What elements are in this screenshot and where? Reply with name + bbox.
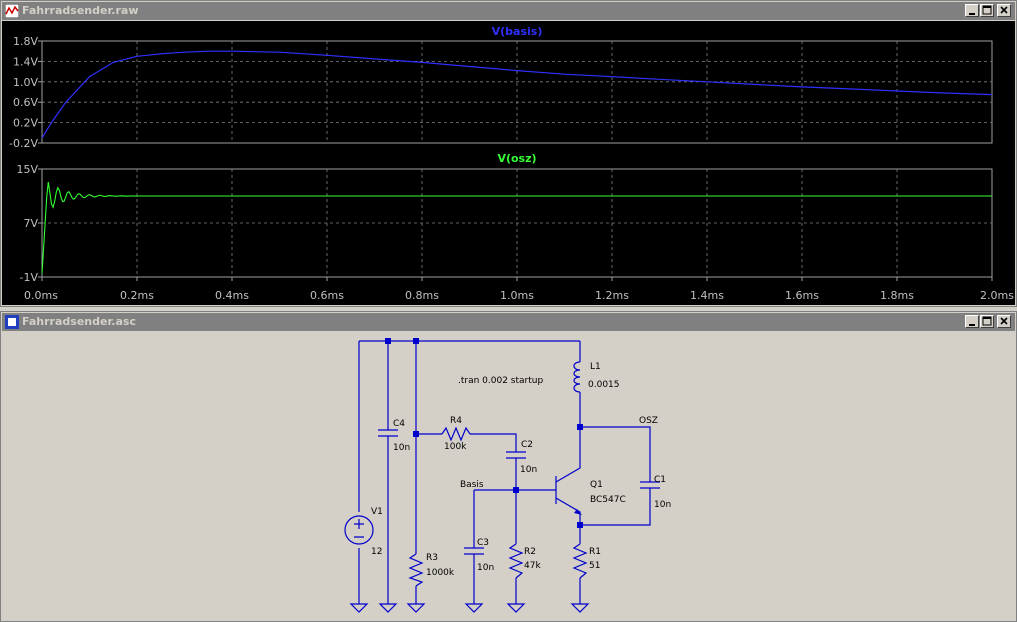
label-C3: C3 bbox=[477, 538, 489, 548]
ytick-label-osz: -1V bbox=[20, 271, 39, 284]
xtick-label: 2.0ms bbox=[980, 289, 1014, 302]
waveform-window-icon bbox=[5, 4, 19, 18]
value-R2[interactable]: 47k bbox=[524, 561, 541, 571]
xtick-label: 1.2ms bbox=[595, 289, 629, 302]
value-C3[interactable]: 10n bbox=[477, 563, 494, 573]
maximize-icon bbox=[982, 316, 992, 326]
ytick-label-osz: 7V bbox=[23, 217, 38, 230]
value-C2[interactable]: 10n bbox=[520, 465, 537, 475]
trace-line-basis[interactable] bbox=[41, 50, 993, 139]
xtick-label: 1.8ms bbox=[880, 289, 914, 302]
net-label-basis[interactable]: Basis bbox=[460, 480, 484, 490]
close-icon bbox=[1000, 6, 1008, 14]
xtick-label: 1.4ms bbox=[690, 289, 724, 302]
xtick-label: 0.8ms bbox=[405, 289, 439, 302]
ytick-label-basis: -0.2V bbox=[9, 137, 38, 150]
value-Q1[interactable]: BC547C bbox=[590, 495, 626, 505]
trace-title-basis[interactable]: V(basis) bbox=[492, 25, 543, 38]
xtick-label: 1.0ms bbox=[500, 289, 534, 302]
value-R4[interactable]: 100k bbox=[444, 442, 467, 452]
maximize-button[interactable] bbox=[980, 315, 994, 328]
label-C2: C2 bbox=[521, 440, 533, 450]
xtick-label: 0.4ms bbox=[215, 289, 249, 302]
xtick-label: 0.2ms bbox=[120, 289, 154, 302]
label-C4: C4 bbox=[393, 419, 405, 429]
trace-line-osz[interactable] bbox=[41, 182, 992, 274]
ytick-label-basis: 1.0V bbox=[13, 76, 38, 89]
waveform-plot-area[interactable]: 1.8V 1.4V 1.0V 0.6V 0.2V -0.2V V(basis) 15V 7V -1… bbox=[2, 21, 1015, 305]
ytick-label-basis: 0.2V bbox=[13, 117, 38, 130]
minimize-icon bbox=[969, 13, 975, 15]
waveform-titlebar[interactable]: Fahrradsender.raw bbox=[2, 2, 1015, 20]
value-V1[interactable]: 12 bbox=[371, 547, 382, 557]
label-R2: R2 bbox=[524, 547, 536, 557]
maximize-button[interactable] bbox=[980, 4, 994, 17]
schematic-window: Fahrradsender.asc bbox=[0, 311, 1017, 622]
minimize-icon bbox=[969, 324, 975, 326]
schematic-titlebar[interactable]: Fahrradsender.asc bbox=[2, 313, 1015, 331]
xtick-label: 0.0ms bbox=[24, 289, 58, 302]
ytick-label-basis: 1.8V bbox=[13, 35, 38, 48]
maximize-icon bbox=[982, 5, 992, 15]
ytick-label-basis: 1.4V bbox=[13, 55, 38, 68]
label-Q1: Q1 bbox=[590, 480, 603, 490]
value-C4[interactable]: 10n bbox=[393, 443, 410, 453]
label-R4: R4 bbox=[450, 416, 462, 426]
xtick-label: 0.6ms bbox=[310, 289, 344, 302]
value-L1[interactable]: 0.0015 bbox=[588, 380, 620, 390]
minimize-button[interactable] bbox=[965, 315, 979, 328]
label-C1: C1 bbox=[654, 475, 666, 485]
waveform-plots[interactable]: 1.8V 1.4V 1.0V 0.6V 0.2V -0.2V V(basis) 15V 7V -1… bbox=[2, 21, 1015, 305]
close-button[interactable] bbox=[997, 4, 1011, 17]
close-button[interactable] bbox=[997, 315, 1011, 328]
sim-directive[interactable]: .tran 0.002 startup bbox=[458, 376, 543, 386]
label-V1: V1 bbox=[371, 507, 383, 517]
value-R3[interactable]: 1000k bbox=[426, 568, 455, 578]
label-R3: R3 bbox=[426, 553, 438, 563]
close-icon bbox=[1000, 317, 1008, 325]
minimize-button[interactable] bbox=[965, 4, 979, 17]
label-L1: L1 bbox=[590, 362, 601, 372]
waveform-window: Fahrradsender.raw 1.8V 1.4V 1.0V 0.6V 0.2V -0… bbox=[0, 0, 1017, 307]
schematic-window-title: Fahrradsender.asc bbox=[22, 315, 136, 328]
value-R1[interactable]: 51 bbox=[589, 561, 600, 571]
trace-title-osz[interactable]: V(osz) bbox=[497, 152, 536, 165]
schematic-canvas[interactable]: .tran 0.002 startup L1 0.0015 C4 10n R4 … bbox=[2, 332, 1015, 620]
schematic-window-icon bbox=[5, 315, 19, 329]
net-label-osz[interactable]: OSZ bbox=[639, 416, 658, 426]
ytick-label-basis: 0.6V bbox=[13, 96, 38, 109]
waveform-window-title: Fahrradsender.raw bbox=[22, 4, 139, 17]
value-C1[interactable]: 10n bbox=[654, 500, 671, 510]
label-R1: R1 bbox=[589, 547, 601, 557]
xtick-label: 1.6ms bbox=[785, 289, 819, 302]
ytick-label-osz: 15V bbox=[16, 163, 38, 176]
